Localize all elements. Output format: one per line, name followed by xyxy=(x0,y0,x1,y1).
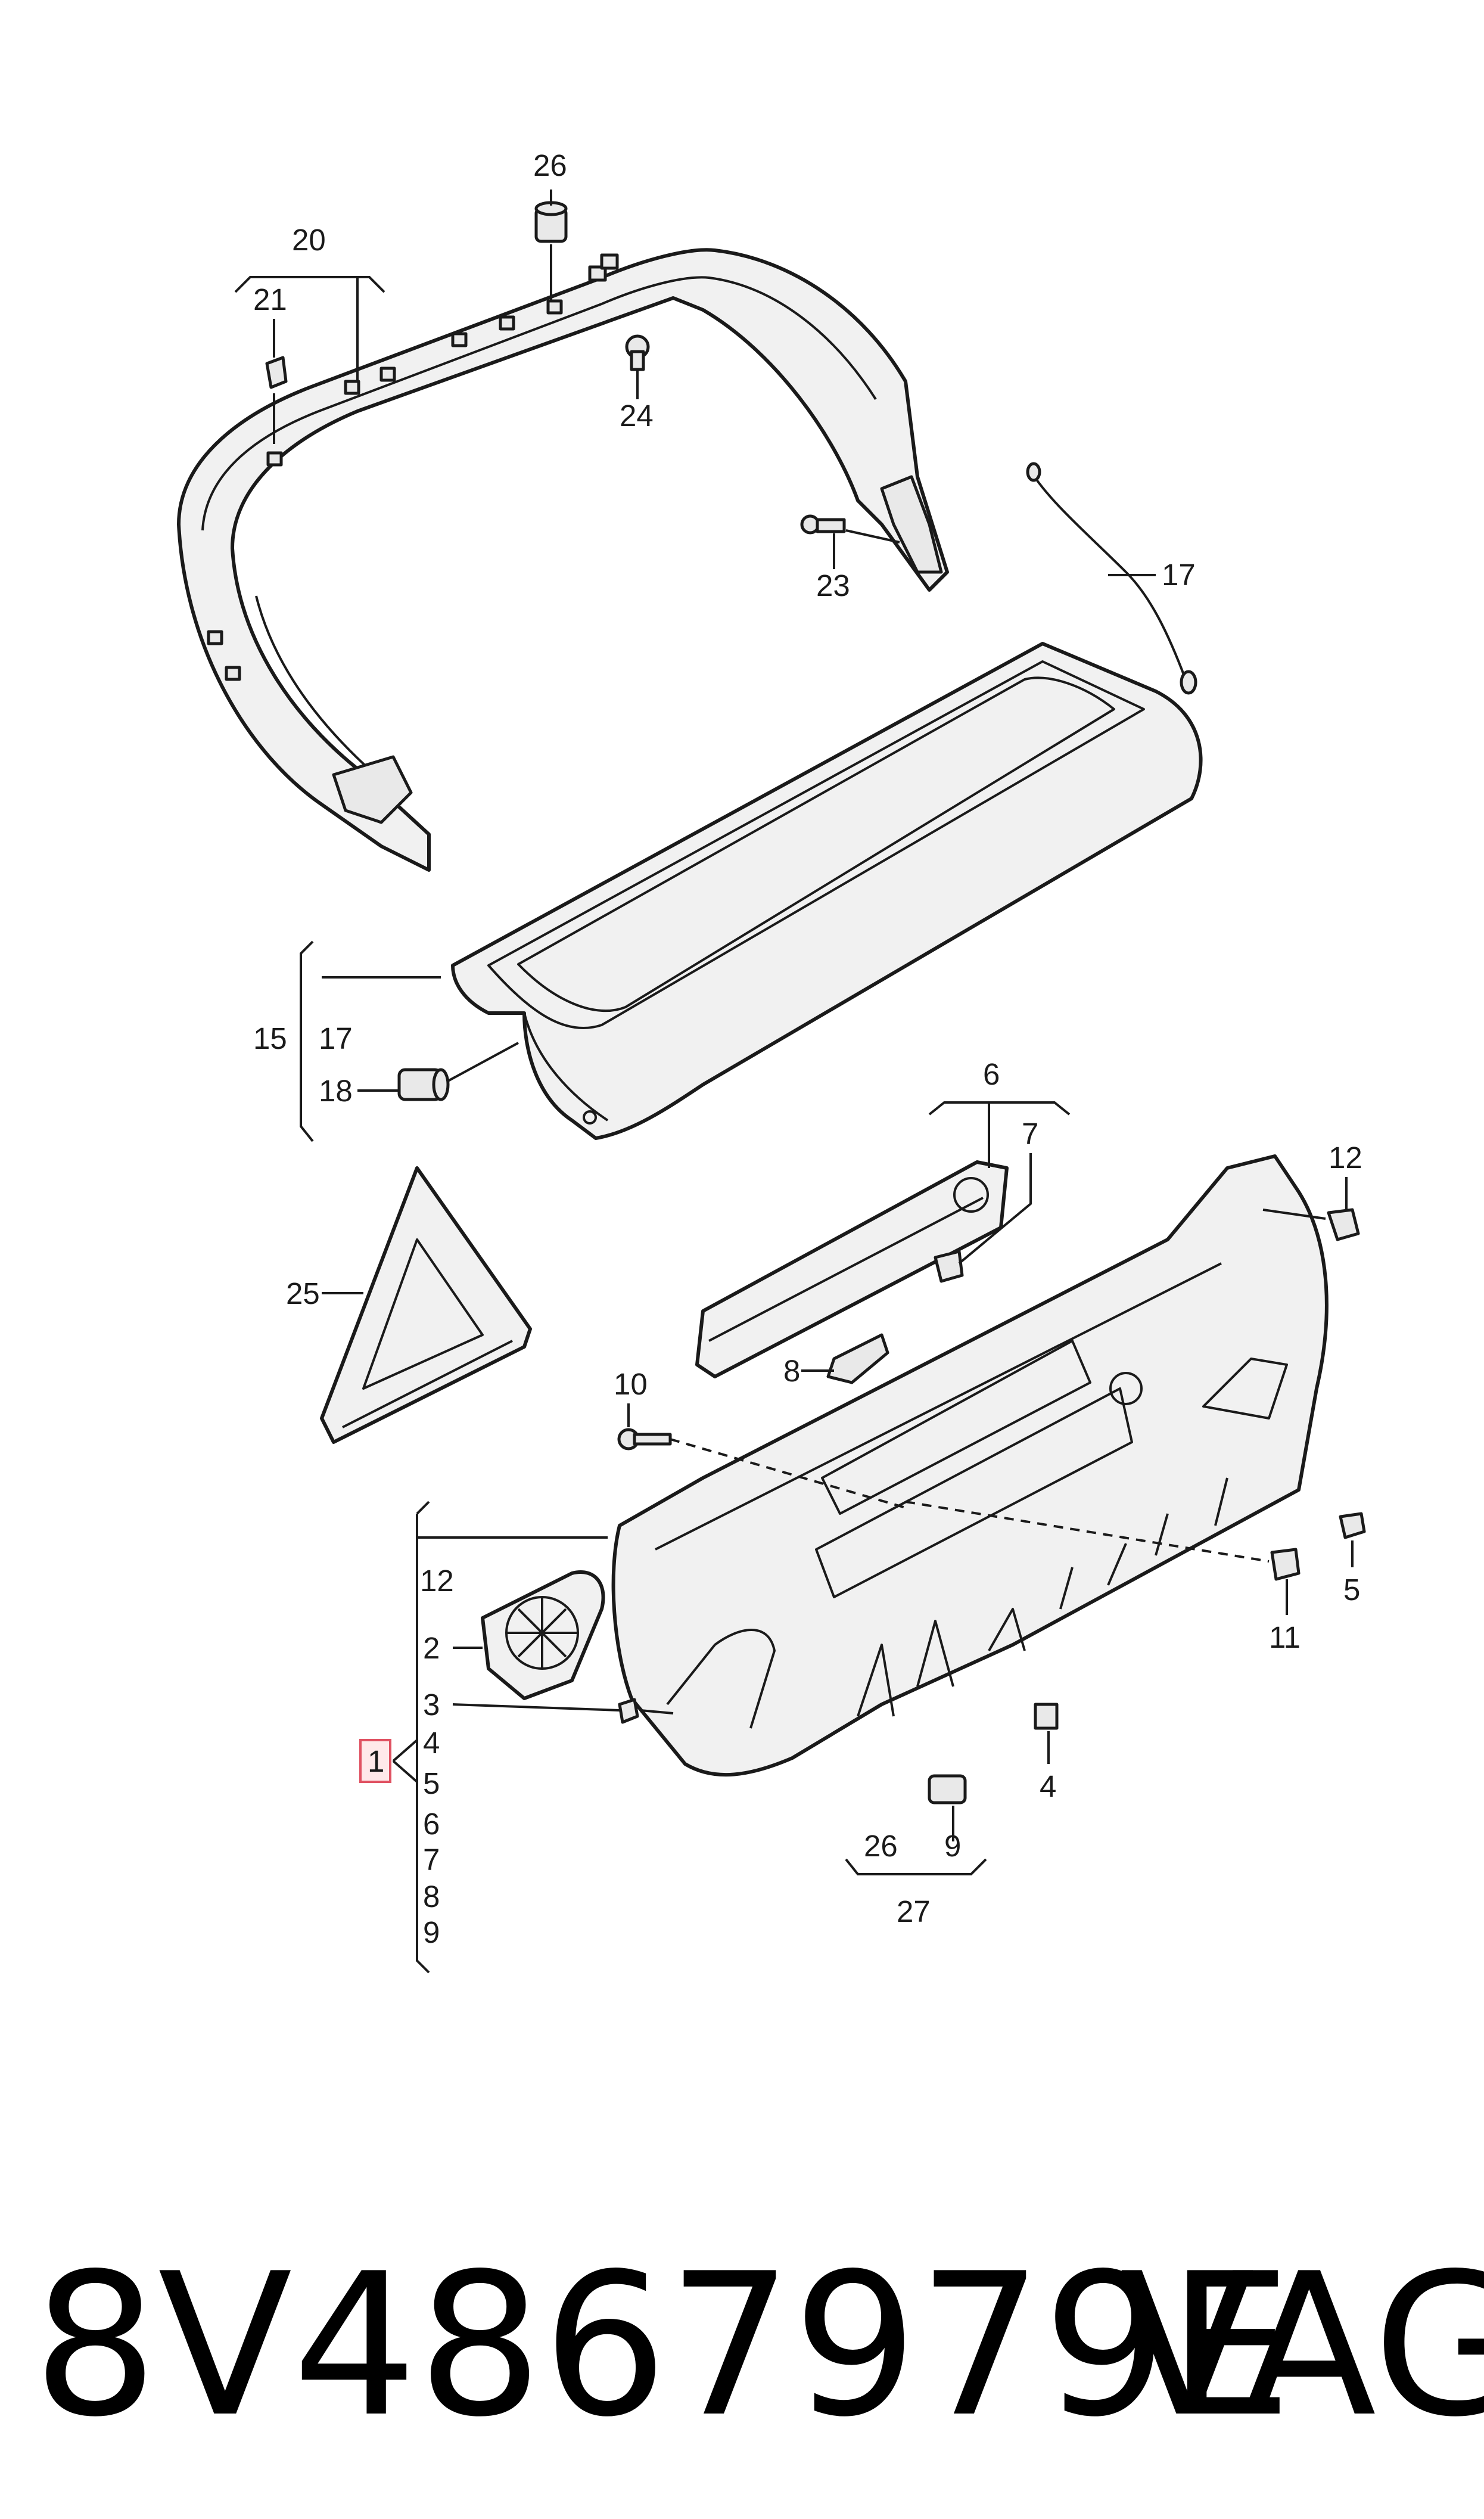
label-21: 21 xyxy=(253,282,287,316)
speaker-cover-2 xyxy=(481,1570,605,1700)
clip-26-top xyxy=(534,201,568,243)
clip-3 xyxy=(618,1698,639,1724)
label-26-top: 26 xyxy=(533,148,567,182)
label-20: 20 xyxy=(292,223,326,257)
window-frame-trim xyxy=(177,248,949,872)
label-27: 27 xyxy=(897,1894,931,1928)
callout-labels: 26 20 21 24 23 17 15 17 18 6 7 12 25 8 1… xyxy=(253,148,1362,1949)
label-4-list: 4 xyxy=(423,1726,440,1760)
label-7-top: 7 xyxy=(1022,1117,1038,1151)
screw-10 xyxy=(617,1428,672,1450)
clip-8 xyxy=(826,1333,889,1384)
label-5-list: 5 xyxy=(423,1766,440,1800)
label-10: 10 xyxy=(614,1367,648,1401)
label-17-cable: 17 xyxy=(1162,558,1196,592)
label-6-top: 6 xyxy=(983,1057,1000,1091)
label-18: 18 xyxy=(319,1074,353,1108)
leader-lines xyxy=(234,190,1354,1974)
label-15: 15 xyxy=(253,1021,287,1055)
label-12-top: 12 xyxy=(1329,1141,1362,1175)
label-8-top: 8 xyxy=(783,1354,800,1388)
clip-21 xyxy=(265,356,288,389)
label-24: 24 xyxy=(620,399,654,433)
label-6-list: 6 xyxy=(423,1807,440,1841)
parcel-shelf-panel xyxy=(451,642,1203,1140)
clip-5 xyxy=(1339,1512,1366,1539)
label-7-list: 7 xyxy=(423,1843,440,1877)
label-26-bottom: 26 xyxy=(864,1829,898,1863)
warning-triangle xyxy=(320,1166,532,1444)
clip-4 xyxy=(1034,1703,1059,1730)
label-9-bottom: 9 xyxy=(944,1829,961,1863)
bolt-23 xyxy=(800,514,846,535)
tailgate-lower-trim xyxy=(611,1154,1329,1777)
clip-12 xyxy=(1327,1208,1360,1241)
label-1: 1 xyxy=(368,1744,384,1778)
clip-11 xyxy=(1270,1548,1301,1581)
label-8-list: 8 xyxy=(423,1880,440,1914)
trim-rail xyxy=(695,1160,1009,1378)
label-5-right: 5 xyxy=(1343,1573,1360,1607)
label-25: 25 xyxy=(286,1276,320,1310)
highlight-box-1 xyxy=(359,1739,391,1783)
label-9-list: 9 xyxy=(423,1915,440,1949)
label-2: 2 xyxy=(423,1631,440,1665)
part-number: 8V4867979E xyxy=(33,2231,1292,2460)
clip-9 xyxy=(928,1774,967,1804)
brand: VAG xyxy=(1120,2231,1484,2460)
label-23: 23 xyxy=(816,569,850,602)
label-12-list: 12 xyxy=(420,1564,454,1598)
label-3: 3 xyxy=(423,1688,440,1722)
bolt-24 xyxy=(625,334,650,371)
label-4-right: 4 xyxy=(1040,1769,1056,1803)
buffer-18 xyxy=(397,1068,450,1101)
label-11: 11 xyxy=(1269,1620,1301,1654)
label-17-shelf: 17 xyxy=(319,1021,353,1055)
cable-17 xyxy=(1026,462,1197,695)
